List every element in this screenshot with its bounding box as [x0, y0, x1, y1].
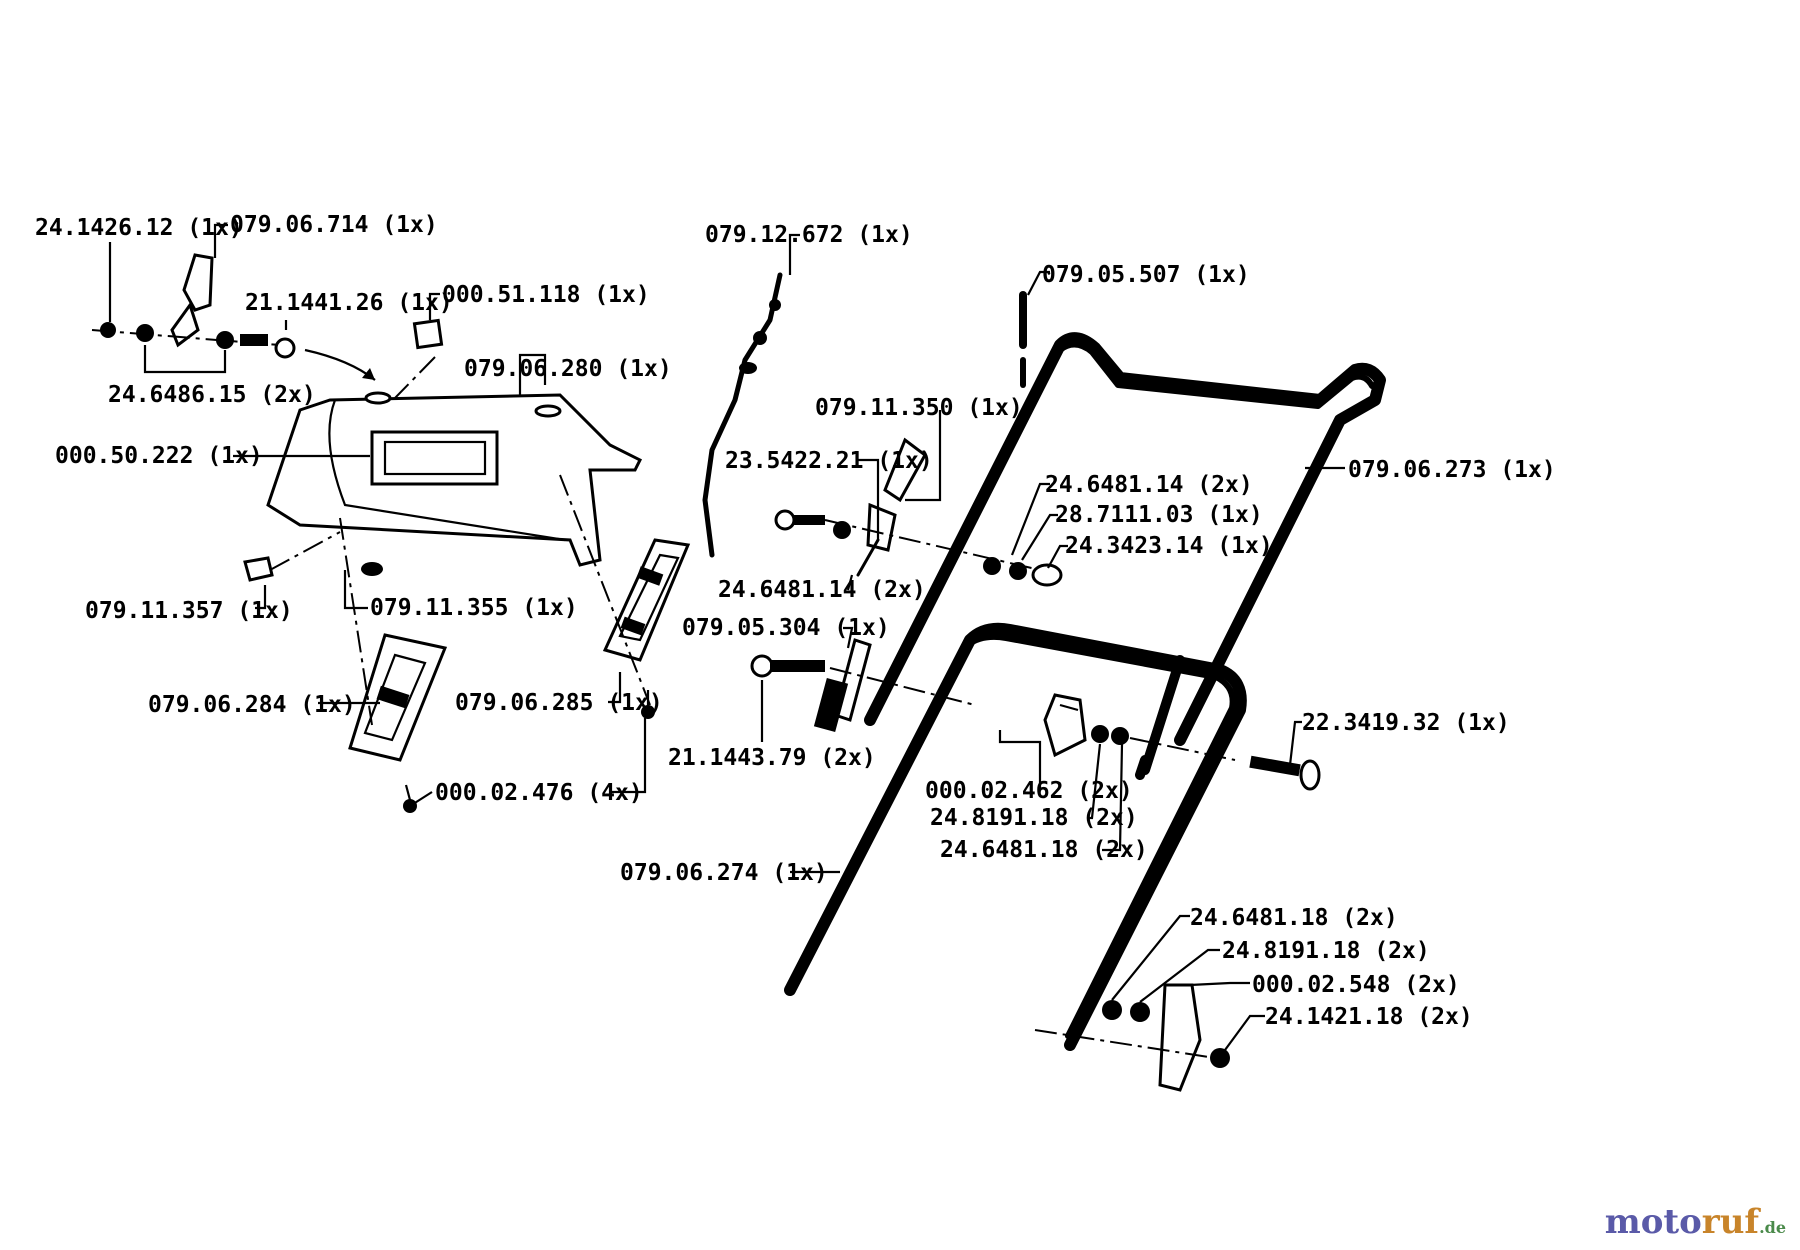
part-labels: 24.1426.12 (1x) 079.06.714 (1x) 21.1441.…	[35, 212, 1556, 1030]
label-23-5422-21: 23.5422.21 (1x)	[725, 448, 933, 474]
label-079-11-357: 079.11.357 (1x)	[85, 598, 293, 624]
label-28-7111-03: 28.7111.03 (1x)	[1055, 502, 1263, 528]
label-000-02-462: 000.02.462 (2x)	[925, 778, 1133, 804]
watermark-part-1: moto	[1604, 1202, 1702, 1242]
watermark-part-2: ruf	[1701, 1202, 1760, 1242]
label-079-06-714: 079.06.714 (1x)	[230, 212, 438, 238]
label-079-05-507: 079.05.507 (1x)	[1042, 262, 1250, 288]
watermark-logo: motoruf.de	[1605, 1202, 1786, 1242]
label-079-12-672: 079.12.672 (1x)	[705, 222, 913, 248]
lever-assembly	[91, 253, 376, 381]
label-21-1443-79: 21.1443.79 (2x)	[668, 745, 876, 771]
watermark-part-3: .de	[1759, 1218, 1786, 1237]
label-079-06-285: 079.06.285 (1x)	[455, 690, 663, 716]
label-000-02-476: 000.02.476 (4x)	[435, 780, 643, 806]
label-079-11-350: 079.11.350 (1x)	[815, 395, 1023, 421]
label-000-51-118: 000.51.118 (1x)	[442, 282, 650, 308]
label-24-3423-14: 24.3423.14 (1x)	[1065, 533, 1273, 559]
label-079-05-304: 079.05.304 (1x)	[682, 615, 890, 641]
handle-assembly	[784, 291, 1386, 1092]
label-079-11-355: 079.11.355 (1x)	[370, 595, 578, 621]
label-079-06-273: 079.06.273 (1x)	[1348, 457, 1556, 483]
label-24-8191-18-a: 24.8191.18 (2x)	[930, 805, 1138, 831]
label-24-6486-15: 24.6486.15 (2x)	[108, 382, 316, 408]
label-079-06-284: 079.06.284 (1x)	[148, 692, 356, 718]
label-079-06-274: 079.06.274 (1x)	[620, 860, 828, 886]
label-000-02-548: 000.02.548 (2x)	[1252, 972, 1460, 998]
label-24-1426-12: 24.1426.12 (1x)	[35, 215, 243, 241]
label-24-6481-18-b: 24.6481.18 (2x)	[1190, 905, 1398, 931]
label-24-1421-18: 24.1421.18 (2x)	[1265, 1004, 1473, 1030]
label-24-6481-14-b: 24.6481.14 (2x)	[718, 577, 926, 603]
label-21-1441-26: 21.1441.26 (1x)	[245, 290, 453, 316]
control-box-assembly	[243, 318, 691, 813]
label-22-3419-32: 22.3419.32 (1x)	[1302, 710, 1510, 736]
label-24-6481-14-a: 24.6481.14 (2x)	[1045, 472, 1253, 498]
label-24-6481-18-a: 24.6481.18 (2x)	[940, 837, 1148, 863]
label-24-8191-18-b: 24.8191.18 (2x)	[1222, 938, 1430, 964]
cable-assembly	[702, 272, 1063, 732]
leader-lines	[108, 223, 1345, 1051]
label-000-50-222: 000.50.222 (1x)	[55, 443, 263, 469]
label-079-06-280: 079.06.280 (1x)	[464, 356, 672, 382]
